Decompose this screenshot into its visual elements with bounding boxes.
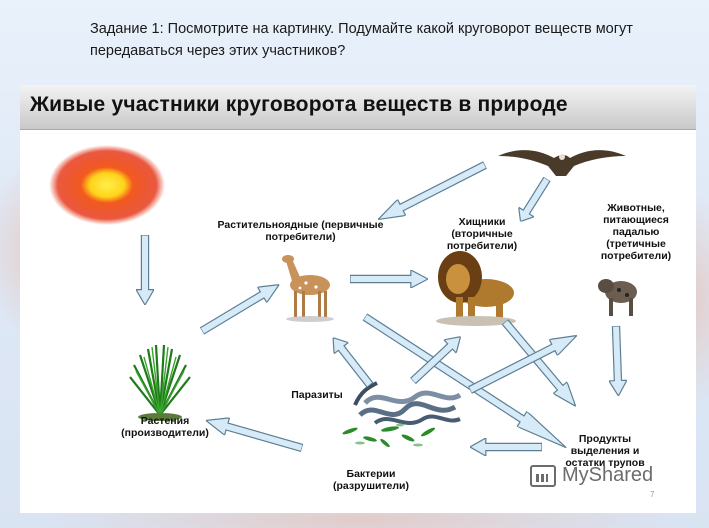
diagram-slide: Живые участники круговорота веществ в пр… bbox=[20, 85, 696, 513]
deer-icon bbox=[282, 255, 334, 322]
arrow-sun-plants bbox=[136, 235, 154, 305]
watermark: MyShared bbox=[530, 464, 653, 487]
worms-icon bbox=[353, 381, 462, 425]
cycle-diagram bbox=[49, 145, 637, 457]
arrow-herbivores-waste bbox=[360, 309, 572, 456]
arrow-waste-bacteria bbox=[470, 438, 542, 456]
label-waste: Продукты выделения и остатки трупов bbox=[565, 433, 645, 469]
label-predators: Хищники (вторичные потребители) bbox=[446, 216, 518, 252]
banner: Живые участники круговорота веществ в пр… bbox=[20, 85, 696, 130]
label-bacteria: Бактерии (разрушители) bbox=[332, 468, 410, 492]
page-number: 7 bbox=[650, 490, 655, 499]
presentation-icon bbox=[530, 464, 556, 487]
task-text: Задание 1: Посмотрите на картинку. Подум… bbox=[90, 21, 633, 59]
bacteria-icon bbox=[342, 423, 435, 448]
grass-icon bbox=[129, 344, 191, 421]
sun-icon bbox=[49, 145, 165, 225]
label-parasites: Паразиты bbox=[291, 389, 343, 401]
eagle-icon bbox=[498, 150, 626, 176]
label-herbivores: Растительноядные (первичные потребители) bbox=[217, 219, 384, 243]
banner-title: Живые участники круговорота веществ в пр… bbox=[30, 93, 568, 116]
arrow-predators-waste bbox=[498, 316, 583, 413]
watermark-text: MyShared bbox=[562, 464, 654, 486]
lion-icon bbox=[436, 251, 516, 326]
arrow-herbivores-predators bbox=[350, 270, 428, 288]
arrow-parasites-herbivores bbox=[325, 332, 378, 391]
label-scavengers: Животные, питающиеся падалью (третичные … bbox=[600, 202, 672, 262]
hyena-icon bbox=[598, 279, 637, 316]
arrow-plants-herbivores bbox=[197, 276, 284, 339]
label-plants: Растения (производители) bbox=[121, 415, 209, 439]
arrow-scavengers-waste bbox=[607, 325, 628, 397]
